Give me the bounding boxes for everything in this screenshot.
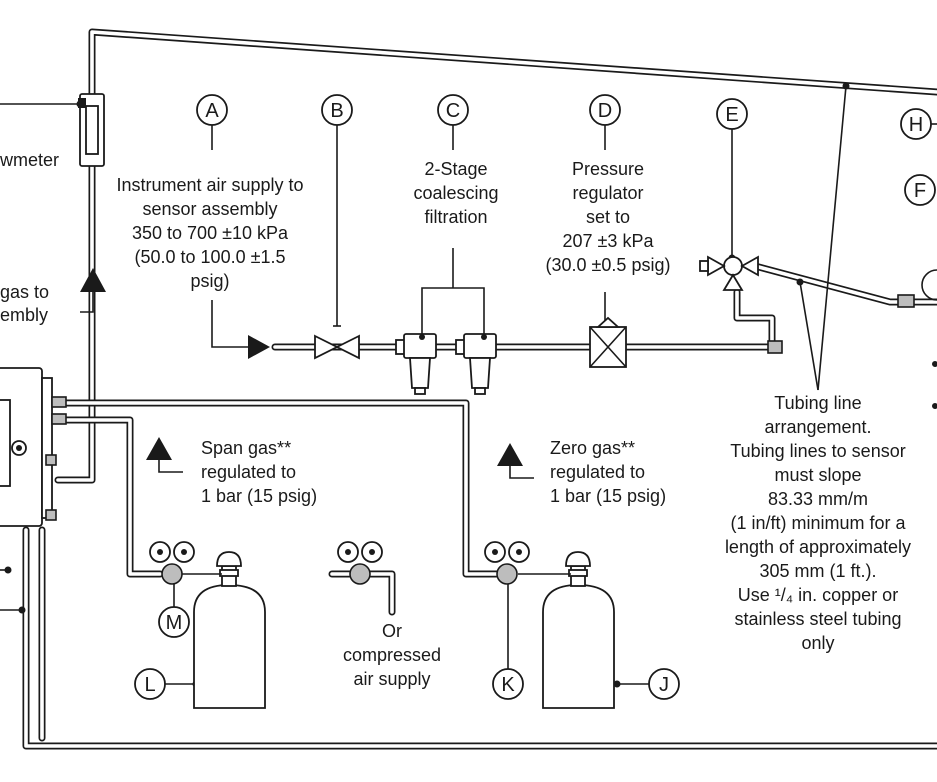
svg-text:compressed: compressed [343,645,441,665]
callout-c: C [437,94,469,126]
svg-text:M: M [166,612,183,634]
svg-text:embly: embly [0,305,48,325]
zero-gas-regulator [484,541,530,585]
arrow-right-icon [248,335,270,359]
svg-text:only: only [801,633,834,653]
instrument-air-label: Instrument air supply to sensor assembly… [116,175,303,291]
callout-d: D [589,94,621,126]
svg-text:L: L [144,674,155,696]
callout-m: M [158,606,190,638]
svg-text:H: H [909,114,923,136]
svg-text:Zero gas**: Zero gas** [550,438,635,458]
arrow-up-icon [146,437,172,460]
svg-text:A: A [205,100,219,122]
zero-gas-cylinder [518,551,615,709]
coalescing-filter-2 [455,333,497,395]
svg-text:J: J [659,674,669,696]
svg-text:1 bar (15 psig): 1 bar (15 psig) [550,486,666,506]
svg-text:regulated to: regulated to [201,462,296,482]
svg-text:(50.0 to 100.0 ±1.5: (50.0 to 100.0 ±1.5 [135,247,286,267]
callout-b: B [321,94,353,126]
callout-a: A [196,94,228,126]
zero-gas-label: Zero gas** regulated to 1 bar (15 psig) [550,438,666,506]
filtration-label: 2-Stage coalescing filtration [413,159,498,227]
compressed-air-label: Or compressed air supply [343,621,441,689]
callout-j: J [648,668,680,700]
svg-text:F: F [914,180,926,202]
callout-l: L [134,668,166,700]
svg-text:350 to 700 ±10 kPa: 350 to 700 ±10 kPa [132,223,289,243]
three-way-valve-e [699,255,915,354]
flow-arrows [80,268,534,479]
svg-text:psig): psig) [190,271,229,291]
callout-k: K [492,668,524,700]
compressed-air-regulator [337,541,383,585]
flowmeter [78,93,105,167]
sensor-assembly [0,367,67,527]
svg-text:K: K [501,674,515,696]
svg-text:arrangement.: arrangement. [764,417,871,437]
svg-text:207 ±3 kPa: 207 ±3 kPa [563,231,655,251]
svg-text:gas to: gas to [0,282,49,302]
svg-text:Tubing lines to sensor: Tubing lines to sensor [730,441,905,461]
span-gas-regulator [149,541,195,585]
coalescing-filter-1 [395,333,437,395]
arrow-up-icon [80,268,106,292]
tubing-arrangement-label: Tubing line arrangement. Tubing lines to… [725,393,911,653]
svg-text:length of approximately: length of approximately [725,537,911,557]
flowmeter-label: wmeter [0,150,59,170]
svg-text:must slope: must slope [774,465,861,485]
callout-f: F [904,174,936,206]
span-gas-label: Span gas** regulated to 1 bar (15 psig) [201,438,317,506]
svg-text:regulator: regulator [572,183,643,203]
svg-text:set to: set to [586,207,630,227]
svg-text:filtration: filtration [424,207,487,227]
svg-text:D: D [598,100,612,122]
svg-text:83.33 mm/m: 83.33 mm/m [768,489,868,509]
callout-e: E [716,98,748,130]
svg-text:Instrument air supply to: Instrument air supply to [116,175,303,195]
svg-text:B: B [330,100,343,122]
svg-text:Tubing line: Tubing line [774,393,861,413]
regulator-label: Pressure regulator set to 207 ±3 kPa (30… [546,159,671,275]
leader-lines [0,82,850,688]
svg-text:305 mm (1 ft.).: 305 mm (1 ft.). [759,561,876,581]
svg-text:sensor assembly: sensor assembly [142,199,277,219]
svg-text:stainless steel tubing: stainless steel tubing [734,609,901,629]
svg-text:Use ¹/₄ in. copper or: Use ¹/₄ in. copper or [738,585,898,605]
svg-text:regulated to: regulated to [550,462,645,482]
svg-text:(30.0 ±0.5 psig): (30.0 ±0.5 psig) [546,255,671,275]
svg-text:Pressure: Pressure [572,159,644,179]
svg-text:E: E [725,104,738,126]
callout-h: H [900,108,937,140]
span-gas-cylinder [182,551,266,709]
sample-gas-label: gas to embly [0,282,49,325]
svg-text:coalescing: coalescing [413,183,498,203]
svg-text:2-Stage: 2-Stage [424,159,487,179]
svg-text:Span gas**: Span gas** [201,438,291,458]
arrow-up-icon [497,443,523,466]
pressure-regulator [589,316,627,368]
valve-b [314,325,360,360]
svg-text:air supply: air supply [353,669,430,689]
svg-text:1 bar (15 psig): 1 bar (15 psig) [201,486,317,506]
svg-text:C: C [446,100,460,122]
svg-text:(1 in/ft) minimum for a: (1 in/ft) minimum for a [730,513,906,533]
svg-text:Or: Or [382,621,402,641]
